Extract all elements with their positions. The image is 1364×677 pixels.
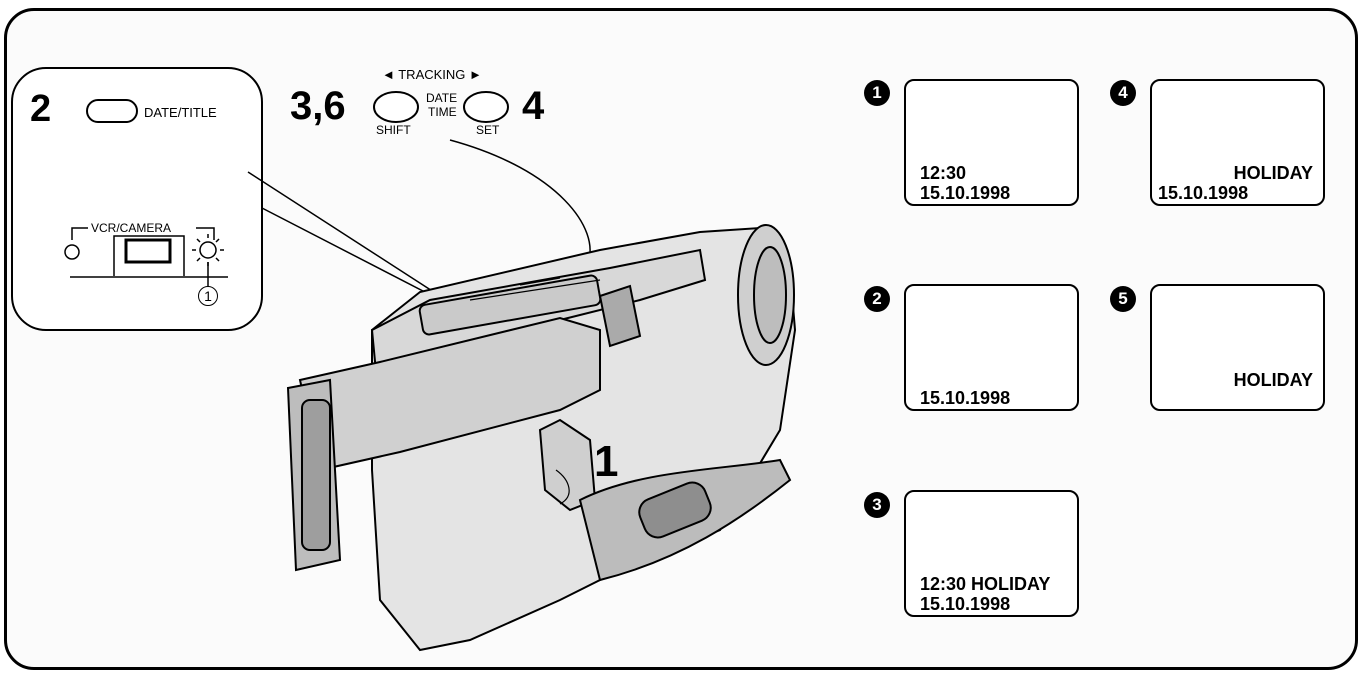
step-3-6-label: 3,6 xyxy=(290,84,346,128)
indicator-number-circle: 1 xyxy=(198,286,218,306)
screen-5-badge: 5 xyxy=(1110,286,1136,312)
date-label: DATE xyxy=(426,91,458,105)
time-label: TIME xyxy=(428,105,457,119)
vcr-camera-label: VCR/CAMERA xyxy=(91,221,172,235)
screen-1: 12:30 15.10.1998 xyxy=(904,79,1079,206)
shift-label: SHIFT xyxy=(376,123,411,137)
screen-5-line1: HOLIDAY xyxy=(1233,370,1313,390)
step-2-label: 2 xyxy=(30,88,52,130)
step-4-label: 4 xyxy=(522,84,545,128)
screen-2: 15.10.1998 xyxy=(904,284,1079,411)
screen-1-line2: 15.10.1998 xyxy=(920,183,1011,203)
date-title-button-shape xyxy=(86,99,138,123)
step-1-label: 1 xyxy=(594,437,619,486)
screen-3-line1: 12:30 HOLIDAY xyxy=(920,574,1051,594)
date-title-label: DATE/TITLE xyxy=(144,105,217,120)
screen-2-badge: 2 xyxy=(864,286,890,312)
screen-4-line1: HOLIDAY xyxy=(1233,163,1313,183)
screen-1-line1: 12:30 xyxy=(920,163,967,183)
tracking-label: ◄ TRACKING ► xyxy=(382,67,482,82)
screen-3: 12:30 HOLIDAY 15.10.1998 xyxy=(904,490,1079,617)
screen-4-badge: 4 xyxy=(1110,80,1136,106)
set-button-shape xyxy=(463,91,509,123)
screen-1-badge: 1 xyxy=(864,80,890,106)
screen-3-badge: 3 xyxy=(864,492,890,518)
shift-button-shape xyxy=(373,91,419,123)
screen-4-line2: 15.10.1998 xyxy=(1158,183,1249,203)
screen-2-line2: 15.10.1998 xyxy=(920,388,1011,408)
inset-box xyxy=(11,67,263,331)
screen-3-line2: 15.10.1998 xyxy=(920,594,1011,614)
screen-5: HOLIDAY xyxy=(1150,284,1325,411)
screen-4: HOLIDAY 15.10.1998 xyxy=(1150,79,1325,206)
set-label: SET xyxy=(476,123,500,137)
